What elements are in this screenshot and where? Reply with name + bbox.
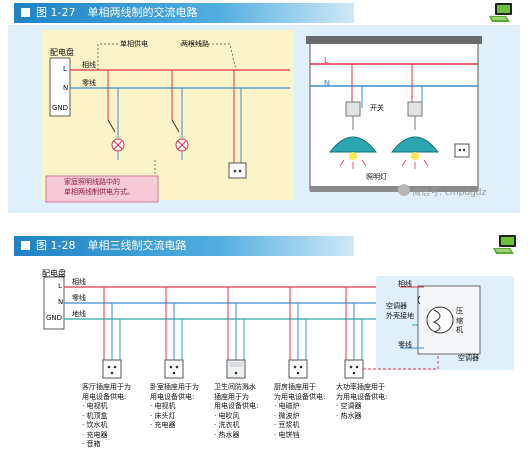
computer-logo-icon [493, 235, 516, 254]
fig2-title: 单相三线制交流电路 [87, 239, 187, 252]
fig2-number: 图 1-28 [36, 239, 76, 252]
fig2-terminal-n: N [58, 298, 64, 306]
fig2-ac-name: 空调器 [458, 354, 479, 362]
fig1-watermark: 微信号: cmpdgdz [412, 188, 487, 198]
fig1-neutral-label: 零线 [82, 79, 96, 87]
fig2-neutral-label: 零线 [72, 294, 86, 302]
fig1-callout-single-phase: 单相供电 [120, 40, 148, 48]
fig1-panel-label: 配电盘 [50, 48, 74, 57]
fig1-number: 图 1-27 [36, 6, 76, 19]
fig2-ac-neutral-label: 零线 [398, 341, 412, 349]
fig2-outlet-caption-1: 客厅插座用于为 用电设备供电: · 电视机 · 机顶盒 · 饮水机 · 充电器 … [82, 383, 131, 448]
fig1-note-text: 家庭照明线路中的 单相两线制供电方式。 [64, 178, 134, 196]
fig1-note-box [45, 175, 159, 203]
fig1-lamp-branch-2 [171, 70, 189, 160]
fig2-ac-live-label: 相线 [398, 280, 412, 288]
fig1-switch-label: 开关 [370, 104, 384, 112]
fig1-room-illustration [306, 36, 482, 192]
fig1-terminal-l: L [63, 65, 67, 73]
title-square-icon [21, 241, 30, 250]
fig1-switch-2 [407, 101, 423, 117]
fig1-distribution-box [49, 57, 71, 117]
fig1-illus-n: N [324, 79, 330, 88]
fig1-lamp-branch-1 [107, 70, 125, 160]
fig1-switch-1 [345, 101, 361, 117]
fig1-terminal-gnd: GND [52, 104, 69, 112]
fig1-live-label: 相线 [82, 61, 96, 69]
fig2-panel-label: 配电盘 [42, 269, 66, 278]
fig1-title-bar: 图 1-27 单相两线制的交流电路 [14, 3, 354, 23]
title-square-icon [21, 8, 30, 17]
fig1-lamp-shade-1 [328, 136, 378, 153]
fig1-illus-l: L [324, 56, 329, 65]
fig2-ground-label: 地线 [72, 310, 86, 318]
fig2-outlet-caption-3: 卫生间防溅水 插座用于为 用电设备供电: · 电吹风 · 洗衣机 · 热水器 [214, 383, 259, 439]
fig2-outlet-caption-4: 厨房插座用于 为用电设备供电: · 电磁炉 · 微波炉 · 豆浆机 · 电饼铛 [274, 383, 326, 439]
fig1-outlet-branch [228, 70, 247, 179]
fig2-outlet-caption-2: 卧室插座用于为 用电设备供电: · 电视机 · 床头灯 · 充电器 [150, 383, 199, 429]
fig2-title-bar: 图 1-28 单相三线制交流电路 [14, 236, 354, 256]
fig2-compressor-label: 压 缩 机 [456, 307, 463, 334]
fig1-title: 单相两线制的交流电路 [87, 6, 198, 19]
fig1-terminal-n: N [63, 84, 69, 92]
fig1-lamp-shade-2 [390, 136, 440, 153]
fig2-terminal-l: L [58, 282, 62, 290]
fig2-terminal-gnd: GND [46, 314, 63, 322]
fig1-wiring-panel [42, 30, 294, 200]
computer-logo-icon [489, 3, 512, 22]
fig1-outlet-icon [228, 162, 247, 179]
fig2-ac-ground-label: 空调器 外壳接地 [386, 302, 414, 320]
fig1-callout-two-wire: 两根线路 [181, 40, 209, 48]
fig2-live-label: 相线 [72, 278, 86, 286]
fig2-outlet-caption-5: 大功率插座用于 为用电设备供电: · 空调器 · 热水器 [336, 383, 388, 420]
wechat-icon [398, 184, 410, 196]
fig1-lamp-label: 照明灯 [366, 173, 387, 181]
